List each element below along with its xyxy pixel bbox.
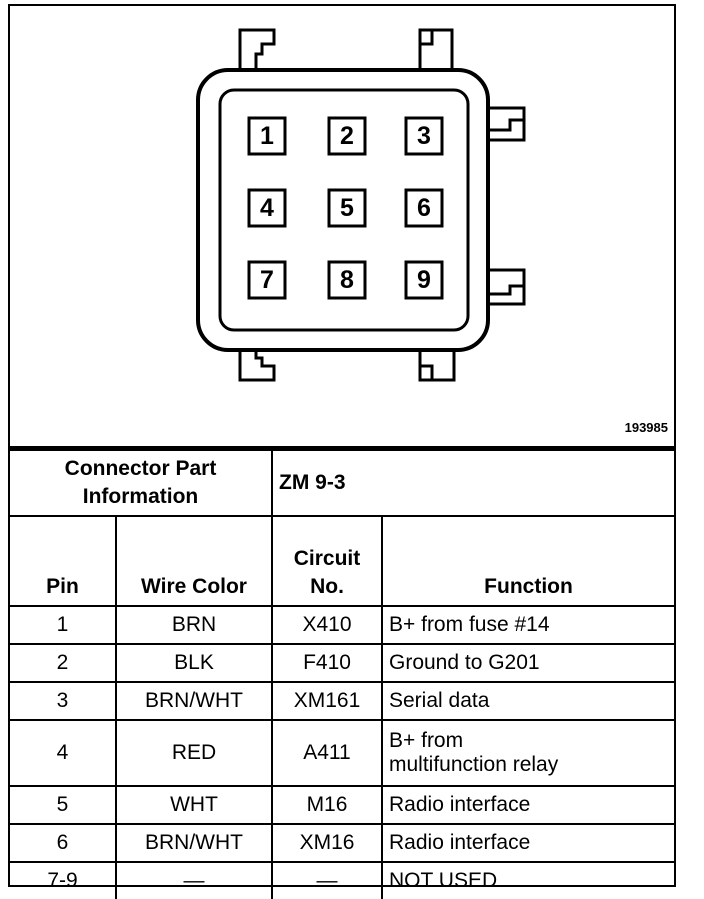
table-row: 7-9——NOT USED: [10, 861, 675, 899]
pin-cell: 1: [10, 605, 117, 645]
pin-box: [247, 188, 287, 228]
circuit-cell: X410: [271, 605, 383, 645]
reference-number: 193985: [624, 420, 668, 435]
wire-color-cell: RED: [115, 719, 273, 787]
pin-box: [327, 188, 367, 228]
connector-part-row: Connector Part Information ZM 9-3: [10, 449, 675, 517]
wire-color-cell: —: [115, 861, 273, 899]
function-cell: Ground to G201: [380, 643, 675, 683]
latch-tab-bottom-right: [418, 350, 456, 382]
circuit-cell: XM161: [271, 681, 383, 721]
wire-color-cell: BRN/WHT: [115, 681, 273, 721]
pin-label-7: 7: [260, 266, 274, 294]
pin-cell: 4: [10, 719, 117, 787]
pin-box: [404, 260, 444, 300]
wire-color-cell: BRN/WHT: [115, 823, 273, 863]
circuit-cell: F410: [271, 643, 383, 683]
circuit-cell: M16: [271, 785, 383, 825]
pin-label-4: 4: [260, 194, 274, 222]
function-cell: Radio interface: [380, 823, 675, 863]
circuit-cell: —: [271, 861, 383, 899]
circuit-cell: A411: [271, 719, 383, 787]
header-circuit-no: Circuit No.: [271, 515, 383, 607]
pin-cell: 7-9: [10, 861, 117, 899]
connector-part-value: ZM 9-3: [270, 449, 675, 517]
pin-box: [327, 116, 367, 156]
wire-color-cell: WHT: [115, 785, 273, 825]
latch-tab-right-upper: [488, 106, 526, 142]
pin-box: [327, 260, 367, 300]
pin-cell: 2: [10, 643, 117, 683]
pin-box: [247, 260, 287, 300]
pin-label-9: 9: [417, 266, 431, 294]
wire-color-cell: BRN: [115, 605, 273, 645]
connector-diagram: 1 2 3 4 5 6 7 8 9 193985: [10, 6, 674, 449]
pin-label-6: 6: [417, 194, 431, 222]
circuit-cell: XM16: [271, 823, 383, 863]
wire-color-cell: BLK: [115, 643, 273, 683]
function-cell: Serial data: [380, 681, 675, 721]
document-frame: 1 2 3 4 5 6 7 8 9 193985 Connector Part …: [8, 4, 676, 899]
pin-box: [404, 188, 444, 228]
latch-tab-bottom-left: [238, 350, 276, 382]
connector-part-label: Connector Part Information: [10, 449, 273, 517]
pin-cell: 3: [10, 681, 117, 721]
pin-label-8: 8: [340, 266, 354, 294]
pin-label-5: 5: [340, 194, 354, 222]
pin-label-3: 3: [417, 122, 431, 150]
function-cell: B+ from fuse #14: [380, 605, 675, 645]
latch-tab-top-right: [418, 28, 454, 70]
column-header-row: Pin Wire Color Circuit No. Function: [10, 515, 675, 607]
header-function: Function: [380, 515, 675, 607]
pin-label-1: 1: [260, 122, 274, 150]
latch-tab-top-left: [238, 28, 276, 70]
pin-box: [247, 116, 287, 156]
function-cell: Radio interface: [380, 785, 675, 825]
pin-label-2: 2: [340, 122, 354, 150]
pin-cell: 6: [10, 823, 117, 863]
pin-box: [404, 116, 444, 156]
latch-tab-right-lower: [488, 268, 526, 306]
header-wire-color: Wire Color: [115, 515, 273, 607]
function-cell: NOT USED: [380, 861, 675, 899]
connector-outline: [196, 28, 526, 382]
pin-cell: 5: [10, 785, 117, 825]
header-pin: Pin: [10, 515, 117, 607]
connector-info-table: Connector Part Information ZM 9-3 Pin Wi…: [10, 449, 675, 899]
